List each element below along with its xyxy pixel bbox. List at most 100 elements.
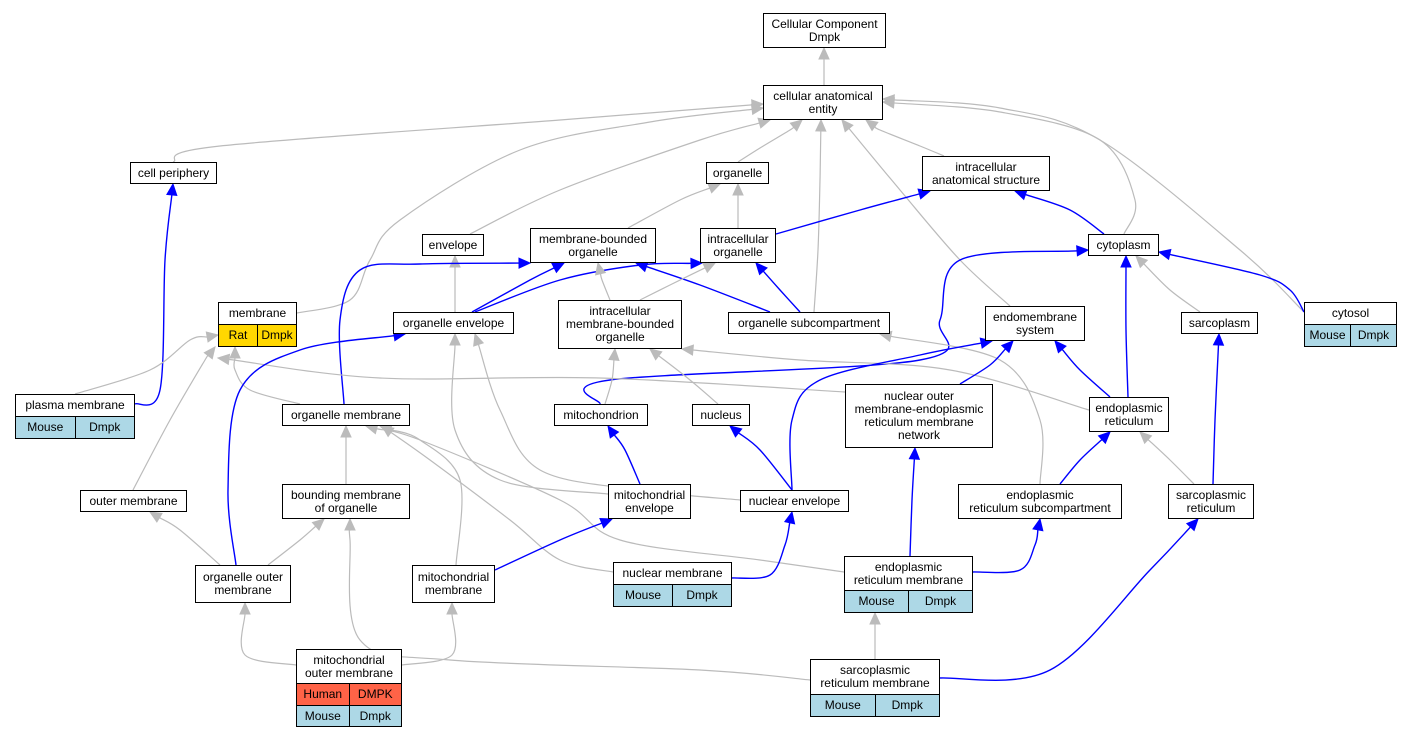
edge-nuclear-membrane-to-organelle-membrane xyxy=(381,425,614,573)
edge-line xyxy=(376,428,845,573)
node-label: mitochondrion xyxy=(555,405,647,425)
edge-cellular-anatomical-entity-to-cellular-component xyxy=(818,46,830,85)
edge-intracellular-organelle-to-intracellular-anatomical-structure xyxy=(775,188,932,235)
node-label-line: organelle envelope xyxy=(402,315,505,330)
node-label-line: outer membrane xyxy=(89,493,178,508)
edge-line xyxy=(890,335,1044,485)
node-organelle-membrane[interactable]: organelle membrane xyxy=(282,404,410,426)
edge-line xyxy=(74,335,208,395)
node-mitochondrion[interactable]: mitochondrion xyxy=(554,404,648,426)
node-outer-membrane[interactable]: outer membrane xyxy=(80,490,187,512)
edge-line xyxy=(762,270,801,313)
edge-line xyxy=(1169,253,1305,313)
edge-arrowhead xyxy=(1185,518,1199,532)
edge-arrowhead xyxy=(707,182,722,194)
edge-line xyxy=(613,434,641,485)
edge-line xyxy=(939,526,1191,682)
edge-arrowhead xyxy=(1076,245,1090,257)
node-organelle-envelope[interactable]: organelle envelope xyxy=(393,312,514,334)
edge-line xyxy=(604,359,615,405)
edge-arrowhead xyxy=(518,257,532,269)
edge-organelle-to-cellular-anatomical-entity xyxy=(737,119,803,163)
annotation-gene: DMPK xyxy=(348,684,402,705)
node-label-line: envelope xyxy=(428,237,478,252)
edge-er-membrane-to-nuclear-outer-membrane-er-network xyxy=(908,446,921,557)
edge-intracellular-membrane-bounded-organelle-to-intracellular-organelle xyxy=(639,262,717,301)
node-label-line: organelle xyxy=(713,244,763,259)
edge-line xyxy=(401,613,457,666)
node-label-line: endoplasmic xyxy=(1095,400,1163,415)
edge-line xyxy=(789,342,982,491)
node-organelle-subcompartment[interactable]: organelle subcompartment xyxy=(728,312,890,334)
node-label-line: Dmpk xyxy=(808,29,841,44)
edge-organelle-subcompartment-to-intracellular-organelle xyxy=(755,262,801,313)
node-cytoplasm[interactable]: cytoplasm xyxy=(1088,234,1159,256)
node-label-line: nuclear membrane xyxy=(622,566,723,580)
edge-endoplasmic-reticulum-to-cytoplasm xyxy=(1120,254,1132,398)
edge-sarcoplasm-to-cytoplasm xyxy=(1135,255,1201,313)
node-label-line: organelle outer xyxy=(202,570,284,584)
edge-arrowhead xyxy=(595,261,607,276)
edge-line xyxy=(267,525,317,566)
edge-arrowhead xyxy=(869,611,881,625)
node-nucleus[interactable]: nucleus xyxy=(692,404,750,426)
edge-arrowhead xyxy=(311,518,325,531)
node-sarcoplasm[interactable]: sarcoplasm xyxy=(1181,312,1258,334)
edge-arrowhead xyxy=(340,424,352,438)
node-cell-periphery[interactable]: cell periphery xyxy=(130,162,217,184)
node-organelle[interactable]: organelle xyxy=(706,162,769,184)
edge-sarcoplasmic-reticulum-to-endoplasmic-reticulum xyxy=(1139,431,1195,485)
edge-organelle-envelope-to-envelope xyxy=(449,254,461,312)
edge-line xyxy=(1143,263,1201,313)
edge-organelle-membrane-to-membrane-bounded-organelle xyxy=(338,257,532,405)
node-label-line: reticulum subcompartment xyxy=(969,500,1111,515)
edge-line xyxy=(848,128,1011,307)
edge-arrowhead xyxy=(607,425,620,439)
edge-line xyxy=(1059,438,1103,485)
edge-line xyxy=(627,187,711,229)
node-label-line: system xyxy=(1015,322,1054,337)
node-label-line: mitochondrial xyxy=(613,487,686,502)
edge-endoplasmic-reticulum-to-endomembrane-system xyxy=(1054,340,1111,398)
node-label-line: membrane xyxy=(424,583,483,597)
node-envelope[interactable]: envelope xyxy=(422,234,484,256)
node-label-line: Cellular Component xyxy=(771,16,878,31)
annotation-gene: Dmpk xyxy=(74,417,135,438)
node-nuclear-envelope[interactable]: nuclear envelope xyxy=(740,490,849,512)
edge-line xyxy=(972,529,1039,574)
edge-arrowhead xyxy=(729,425,743,438)
edge-plasma-membrane-to-cell-periphery xyxy=(134,182,178,406)
node-label-line: nucleus xyxy=(700,407,742,422)
node-label: organelle membrane xyxy=(283,405,409,425)
edge-arrowhead xyxy=(551,262,566,274)
node-label: plasma membrane xyxy=(16,395,134,416)
